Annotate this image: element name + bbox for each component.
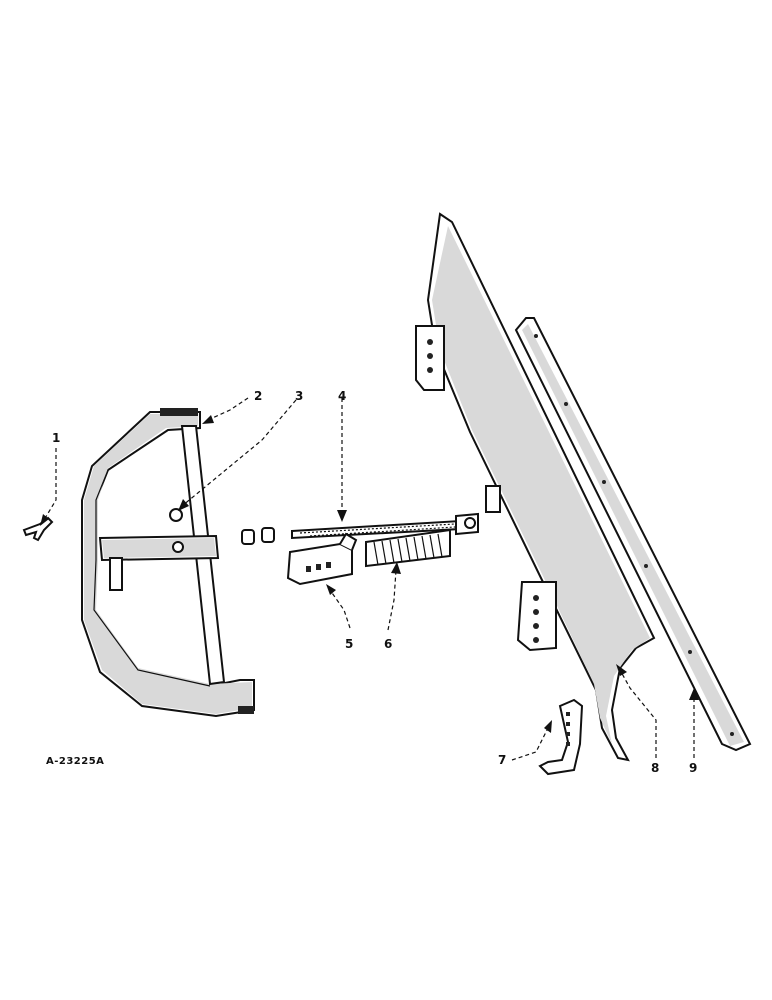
callout-1: 1 — [52, 431, 60, 445]
cutting-edge — [514, 317, 752, 752]
callout-4: 4 — [338, 389, 346, 403]
frame-nut — [169, 508, 183, 522]
moldboard-blade — [415, 212, 656, 762]
figure-id: A-23225A — [46, 756, 104, 767]
tension-rod — [291, 512, 479, 540]
callout-5: 5 — [345, 637, 353, 651]
callout-2: 2 — [254, 389, 262, 403]
hitch-pin — [22, 516, 54, 542]
loose-nuts — [241, 527, 275, 545]
callout-9: 9 — [689, 761, 697, 775]
callout-8: 8 — [651, 761, 659, 775]
frame-bracket — [81, 408, 255, 718]
compression-spring — [365, 528, 451, 568]
spring-bracket — [286, 532, 358, 586]
callout-3: 3 — [295, 389, 303, 403]
callout-7: 7 — [498, 753, 506, 767]
callout-6: 6 — [384, 637, 392, 651]
mounting-bracket — [538, 698, 584, 776]
leader-lines — [40, 397, 699, 761]
